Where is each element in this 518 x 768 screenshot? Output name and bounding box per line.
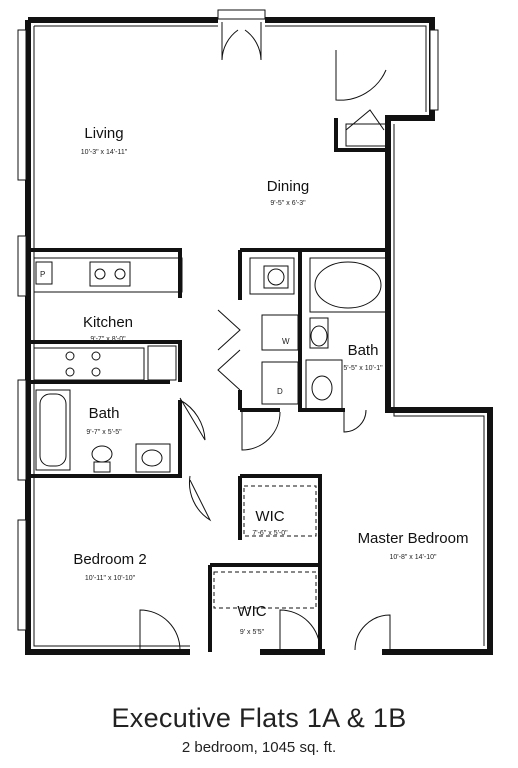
room-master-dims: 10'-8" x 14'-10" bbox=[390, 554, 437, 561]
room-master-name: Master Bedroom bbox=[358, 530, 469, 547]
room-kitchen-dims: 9'-7" x 8'-0" bbox=[90, 336, 126, 343]
room-bedroom2-name: Bedroom 2 bbox=[73, 551, 146, 568]
room-wic2-dims: 9' x 5'5" bbox=[240, 629, 265, 636]
exterior-wall-inner-lines bbox=[33, 25, 485, 647]
windows bbox=[17, 9, 439, 631]
room-dining-name: Dining bbox=[267, 178, 310, 195]
exterior-walls bbox=[25, 17, 493, 655]
room-bath2-dims: 5'-5" x 10'-1" bbox=[343, 365, 383, 372]
plan-subtitle: 2 bedroom, 1045 sq. ft. bbox=[181, 739, 337, 756]
room-living-dims: 10'-3" x 14'-11" bbox=[81, 149, 128, 156]
room-bath1-name: Bath bbox=[89, 405, 120, 422]
room-living-name: Living bbox=[84, 125, 123, 142]
washer-label: W bbox=[282, 337, 290, 346]
room-wic2-name: WIC bbox=[237, 603, 266, 620]
room-labels: Living 10'-3" x 14'-11" Dining 9'-5" x 6… bbox=[73, 125, 468, 636]
plan-title: Executive Flats 1A & 1B bbox=[111, 703, 407, 733]
room-wic1-name: WIC bbox=[255, 508, 284, 525]
room-bedroom2-dims: 10'-11" x 10'-10" bbox=[85, 575, 136, 582]
room-kitchen-name: Kitchen bbox=[83, 314, 133, 331]
fixtures bbox=[33, 123, 387, 609]
room-wic1-dims: 7'-6" x 5'-0" bbox=[252, 530, 288, 537]
floor-plan: P W D Living 10'-3" x 14'-11" Dining 9'-… bbox=[17, 9, 493, 655]
doors bbox=[139, 22, 391, 651]
room-bath2-name: Bath bbox=[348, 342, 379, 359]
interior-walls bbox=[30, 118, 388, 652]
pantry-label: P bbox=[40, 270, 45, 279]
dryer-label: D bbox=[277, 387, 283, 396]
room-bath1-dims: 9'-7" x 5'-5" bbox=[86, 429, 122, 436]
room-dining-dims: 9'-5" x 6'-3" bbox=[270, 200, 306, 207]
